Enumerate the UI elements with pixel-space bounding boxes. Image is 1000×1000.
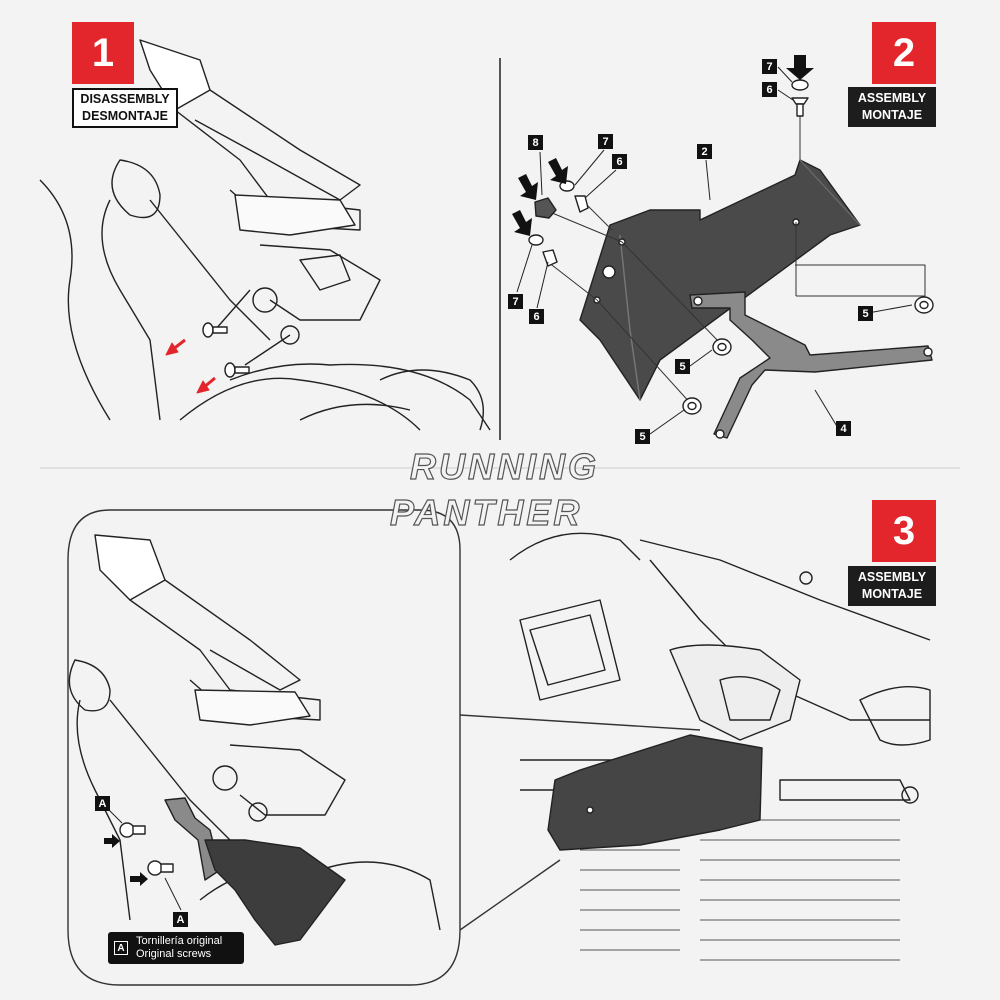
callout-tag: 5 [635, 429, 650, 444]
callout-tag: 8 [528, 135, 543, 150]
watermark-line-2: PANTHER [389, 491, 583, 533]
installed-deflector [547, 734, 763, 851]
legend-text: Tornillería original Original screws [136, 935, 222, 961]
step-2-label-es: MONTAJE [861, 108, 923, 122]
step-3-label: ASSEMBLY MONTAJE [848, 566, 936, 606]
step-3-number: 3 [872, 500, 936, 562]
wind-deflector-part [579, 159, 861, 401]
step-3-label-es: MONTAJE [861, 587, 923, 601]
panel3-inset-drawing [67, 509, 461, 986]
legend-key: A [114, 941, 128, 955]
panel3-mounted-drawing [459, 532, 931, 961]
callout-tag: 6 [762, 82, 777, 97]
step-1-label: DISASSEMBLY DESMONTAJE [72, 88, 178, 128]
mounting-bracket-part [689, 291, 933, 439]
legend-line-es: Tornillería original [136, 935, 223, 947]
callout-tag: 5 [858, 306, 873, 321]
panel2-exploded-parts [512, 55, 934, 439]
callout-tag: 6 [612, 154, 627, 169]
callout-tag: 7 [762, 59, 777, 74]
callout-tag: 5 [675, 359, 690, 374]
step-1-label-es: DESMONTAJE [82, 109, 168, 123]
original-screws-legend: A Tornillería original Original screws [108, 932, 244, 964]
callout-tag: 7 [508, 294, 523, 309]
callout-tag: 2 [697, 144, 712, 159]
step-2-label-en: ASSEMBLY [857, 91, 927, 105]
callout-a-upper: A [95, 796, 110, 811]
callout-a-lower: A [173, 912, 188, 927]
step-2-label: ASSEMBLY MONTAJE [848, 87, 936, 127]
inset-frame [67, 509, 461, 986]
step-1-number: 1 [72, 22, 134, 84]
step-2-number: 2 [872, 22, 936, 84]
callout-tag: 7 [598, 134, 613, 149]
callout-tag: 6 [529, 309, 544, 324]
panel1-motorcycle-drawing [39, 39, 491, 431]
watermark-line-1: RUNNING [409, 445, 599, 487]
callout-tag: 4 [836, 421, 851, 436]
step-1-label-en: DISASSEMBLY [80, 92, 170, 106]
step-3-label-en: ASSEMBLY [857, 570, 927, 584]
legend-line-en: Original screws [136, 948, 212, 960]
